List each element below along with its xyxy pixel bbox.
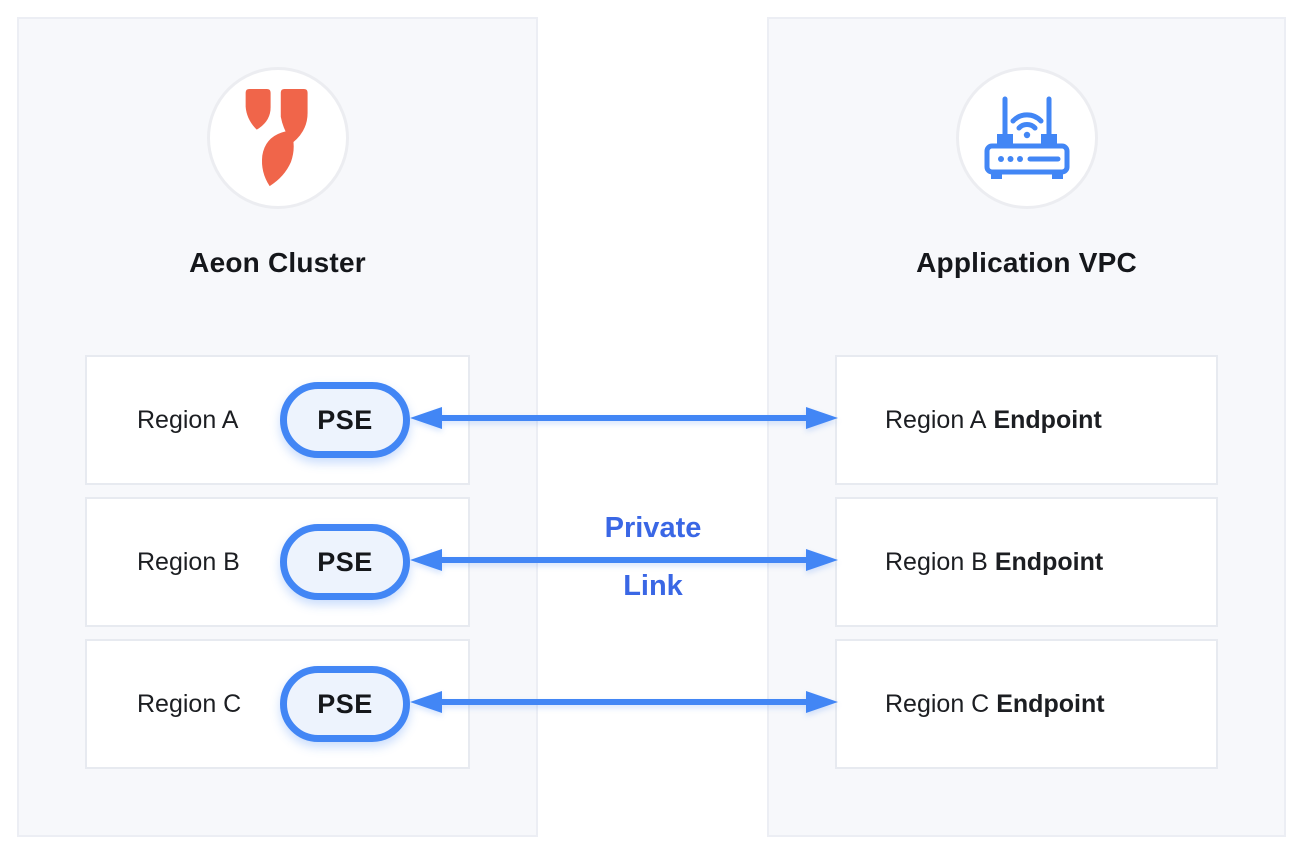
- aeon-logo-badge: [206, 67, 349, 209]
- router-badge: [955, 67, 1098, 209]
- endpoint-region-label: Region A: [885, 405, 987, 434]
- aeon-logo-icon: [245, 89, 308, 187]
- endpoint-region-label: Region C: [885, 689, 990, 718]
- endpoint-region-label: Region B: [885, 547, 988, 576]
- endpoint-list: Region A Endpoint Region B Endpoint Regi…: [835, 355, 1218, 769]
- region-list: Region A PSE Region B PSE Region C PSE: [85, 355, 470, 769]
- pse-badge: PSE: [280, 524, 410, 600]
- endpoint-label: Endpoint: [993, 405, 1102, 434]
- region-row-c: Region C PSE: [85, 639, 470, 769]
- private-link-arrow-c: [410, 688, 838, 716]
- private-link-label-line2: Link: [623, 570, 683, 602]
- endpoint-row-b: Region B Endpoint: [835, 497, 1218, 627]
- endpoint-label: Endpoint: [994, 547, 1104, 576]
- endpoint-row-a: Region A Endpoint: [835, 355, 1218, 485]
- region-row-b: Region B PSE: [85, 497, 470, 627]
- endpoint-row-c: Region C Endpoint: [835, 639, 1218, 769]
- region-label: Region A: [137, 405, 239, 434]
- pse-badge: PSE: [280, 666, 410, 742]
- private-link-label-line1: Private: [604, 512, 702, 544]
- panel-title-application-vpc: Application VPC: [916, 247, 1137, 278]
- region-label: Region B: [137, 547, 240, 576]
- panel-title-aeon-cluster: Aeon Cluster: [189, 247, 366, 278]
- pse-badge: PSE: [280, 382, 410, 458]
- router-icon: [984, 96, 1069, 179]
- private-link-arrow-b: [410, 546, 838, 574]
- region-row-a: Region A PSE: [85, 355, 470, 485]
- region-label: Region C: [137, 689, 242, 718]
- private-link-arrow-a: [410, 404, 838, 432]
- aeon-cluster-panel: Aeon Cluster Region A PSE Region B PSE R…: [17, 17, 538, 837]
- endpoint-label: Endpoint: [996, 689, 1105, 718]
- application-vpc-panel: Application VPC Region A Endpoint Region…: [767, 17, 1286, 837]
